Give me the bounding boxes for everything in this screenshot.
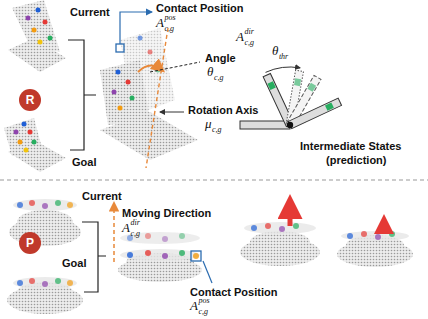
- math-subscript: thr: [279, 52, 288, 61]
- math-symbol: A: [236, 30, 244, 45]
- marker-letter: P: [26, 236, 34, 250]
- math-symbol: A: [156, 16, 164, 31]
- marker-circle: R: [19, 89, 41, 111]
- math-superscript: pos: [198, 296, 209, 305]
- marker-circle: P: [19, 232, 41, 254]
- math-subscript: c,g: [164, 24, 174, 33]
- annotation-label: Moving Direction: [122, 207, 211, 220]
- annotation-label: Intermediate States: [300, 140, 401, 153]
- math-subscript: c,g: [214, 73, 224, 82]
- annotation-label: Rotation Axis: [188, 104, 259, 117]
- math-subscript: c,g: [212, 125, 222, 134]
- math-subscript: c,g: [198, 307, 208, 316]
- state-label: Goal: [62, 257, 86, 270]
- math-superscript: dir: [130, 218, 139, 227]
- math-symbol: μ: [205, 117, 212, 132]
- state-label: Current: [70, 6, 110, 19]
- annotation-label: Angle: [205, 52, 236, 65]
- marker-letter: R: [26, 93, 35, 107]
- math-subscript: c,g: [130, 229, 140, 238]
- math-superscript: dir: [244, 27, 253, 36]
- math-symbol: A: [190, 299, 198, 314]
- math-symbol: θ: [272, 44, 278, 59]
- math-subscript: c,g: [244, 38, 254, 47]
- math-superscript: pos: [164, 13, 175, 22]
- annotation-label: Contact Position: [156, 2, 243, 15]
- math-symbol: A: [122, 221, 130, 236]
- state-label: Goal: [72, 156, 96, 169]
- annotation-label: (prediction): [326, 154, 387, 167]
- state-label: Current: [82, 190, 122, 203]
- math-symbol: θ: [207, 65, 213, 80]
